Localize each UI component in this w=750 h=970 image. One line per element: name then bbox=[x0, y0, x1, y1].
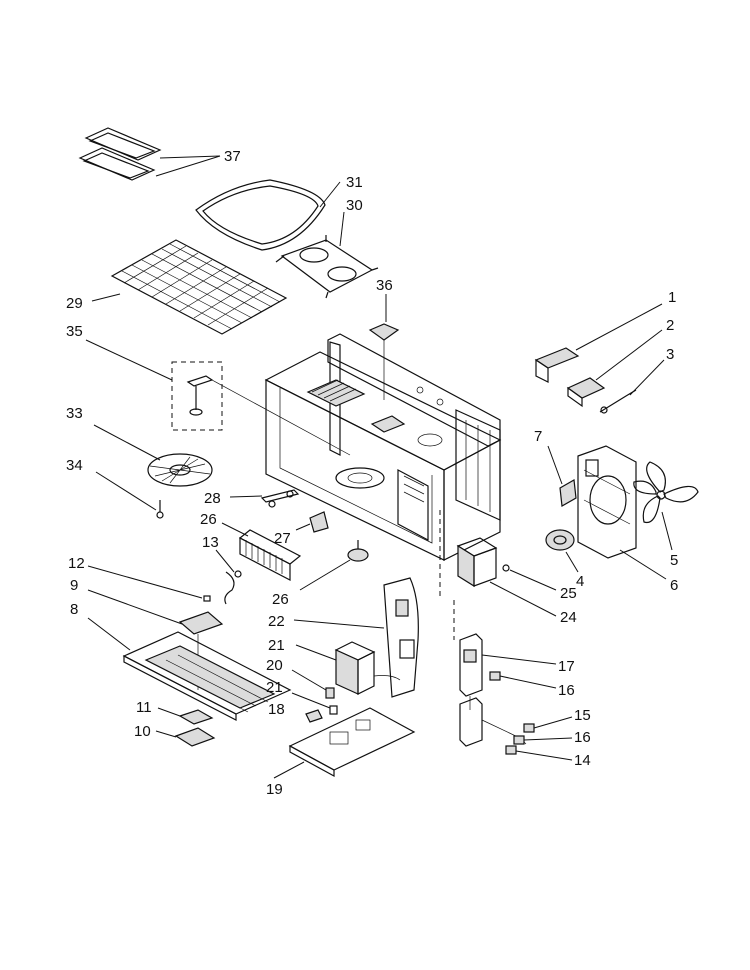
part-1-bracket bbox=[534, 347, 580, 383]
callout-6: 6 bbox=[670, 577, 678, 594]
callout-20: 20 bbox=[266, 657, 283, 674]
part-13-sensor bbox=[224, 570, 242, 605]
part-35-coupler bbox=[171, 361, 223, 431]
callout-23: 22 bbox=[268, 613, 285, 630]
callout-27: 26 bbox=[272, 591, 289, 608]
part-8-vent-plate bbox=[122, 631, 292, 721]
callout-2: 2 bbox=[666, 317, 674, 334]
callout-16-lower: 16 bbox=[574, 729, 591, 746]
callout-4: 4 bbox=[576, 573, 584, 590]
part-32-glass-tray bbox=[195, 179, 326, 251]
callout-21: 21 bbox=[266, 679, 283, 696]
part-10-lens bbox=[174, 727, 216, 747]
callout-33: 33 bbox=[66, 405, 83, 422]
part-16-switch-lower bbox=[513, 735, 525, 745]
part-6-fan-shroud bbox=[577, 445, 637, 559]
part-18-fuse bbox=[305, 709, 323, 723]
part-27-fan-motor bbox=[347, 540, 369, 562]
part-20-switch bbox=[325, 687, 335, 699]
callout-5: 5 bbox=[670, 552, 678, 569]
callout-32: 31 bbox=[346, 174, 363, 191]
callout-15: 15 bbox=[574, 707, 591, 724]
part-24-magnetron bbox=[456, 537, 498, 588]
part-31-roller-support bbox=[275, 235, 379, 299]
callout-24: 24 bbox=[560, 609, 577, 626]
callout-13: 13 bbox=[202, 534, 219, 551]
callout-10: 10 bbox=[134, 723, 151, 740]
part-19-base-plate bbox=[288, 707, 416, 778]
callout-8: 8 bbox=[70, 601, 78, 618]
part-3-diode bbox=[599, 389, 637, 414]
callout-37: 37 bbox=[224, 148, 241, 165]
callout-31: 30 bbox=[346, 197, 363, 214]
part-22-transformer bbox=[334, 641, 401, 695]
callout-36: 36 bbox=[376, 277, 393, 294]
callout-22: 21 bbox=[268, 637, 285, 654]
main-cavity bbox=[264, 333, 502, 561]
callout-7: 7 bbox=[534, 428, 542, 445]
part-12-clip bbox=[203, 595, 211, 602]
callout-3: 3 bbox=[666, 346, 674, 363]
callout-12: 12 bbox=[68, 555, 85, 572]
part-9-lamp-bracket bbox=[178, 611, 224, 635]
callout-35: 35 bbox=[66, 323, 83, 340]
callout-29: 28 bbox=[204, 490, 221, 507]
callout-18: 18 bbox=[268, 701, 285, 718]
part-37-charcoal-filters bbox=[78, 127, 162, 181]
part-26-grille bbox=[238, 529, 302, 581]
callout-17: 17 bbox=[558, 658, 575, 675]
part-25-screw bbox=[502, 564, 510, 572]
part-29-shaft bbox=[260, 489, 300, 508]
part-28-bracket bbox=[309, 511, 329, 533]
part-17-switch-bracket bbox=[459, 633, 483, 710]
part-30-wire-rack bbox=[110, 239, 288, 335]
part-2-capacitor bbox=[566, 377, 606, 408]
part-11-filter bbox=[178, 709, 214, 725]
part-23-panel bbox=[383, 577, 419, 698]
part-16-switch-upper bbox=[489, 671, 501, 681]
callout-34: 34 bbox=[66, 457, 83, 474]
part-36-light-assembly bbox=[368, 323, 400, 400]
callout-1: 1 bbox=[668, 289, 676, 306]
part-33-turntable-support bbox=[147, 453, 213, 487]
part-7-terminal bbox=[559, 479, 577, 507]
part-4-motor bbox=[545, 529, 575, 551]
callout-14: 14 bbox=[574, 752, 591, 769]
callout-labels: 37 31 30 29 36 35 33 34 28 26 27 13 12 9… bbox=[66, 148, 678, 798]
callout-16-upper: 16 bbox=[558, 682, 575, 699]
callout-30: 29 bbox=[66, 295, 83, 312]
part-15-switch bbox=[523, 723, 535, 733]
callout-11: 11 bbox=[136, 699, 152, 716]
callout-9: 9 bbox=[70, 577, 78, 594]
callout-28: 27 bbox=[274, 530, 291, 547]
callout-26: 26 bbox=[200, 511, 217, 528]
callout-25: 25 bbox=[560, 585, 577, 602]
part-5-fan-blade bbox=[633, 461, 699, 524]
part-34-screw bbox=[156, 500, 164, 519]
part-21-switch bbox=[329, 705, 338, 715]
callout-19: 19 bbox=[266, 781, 283, 798]
part-14-switch bbox=[505, 745, 517, 755]
